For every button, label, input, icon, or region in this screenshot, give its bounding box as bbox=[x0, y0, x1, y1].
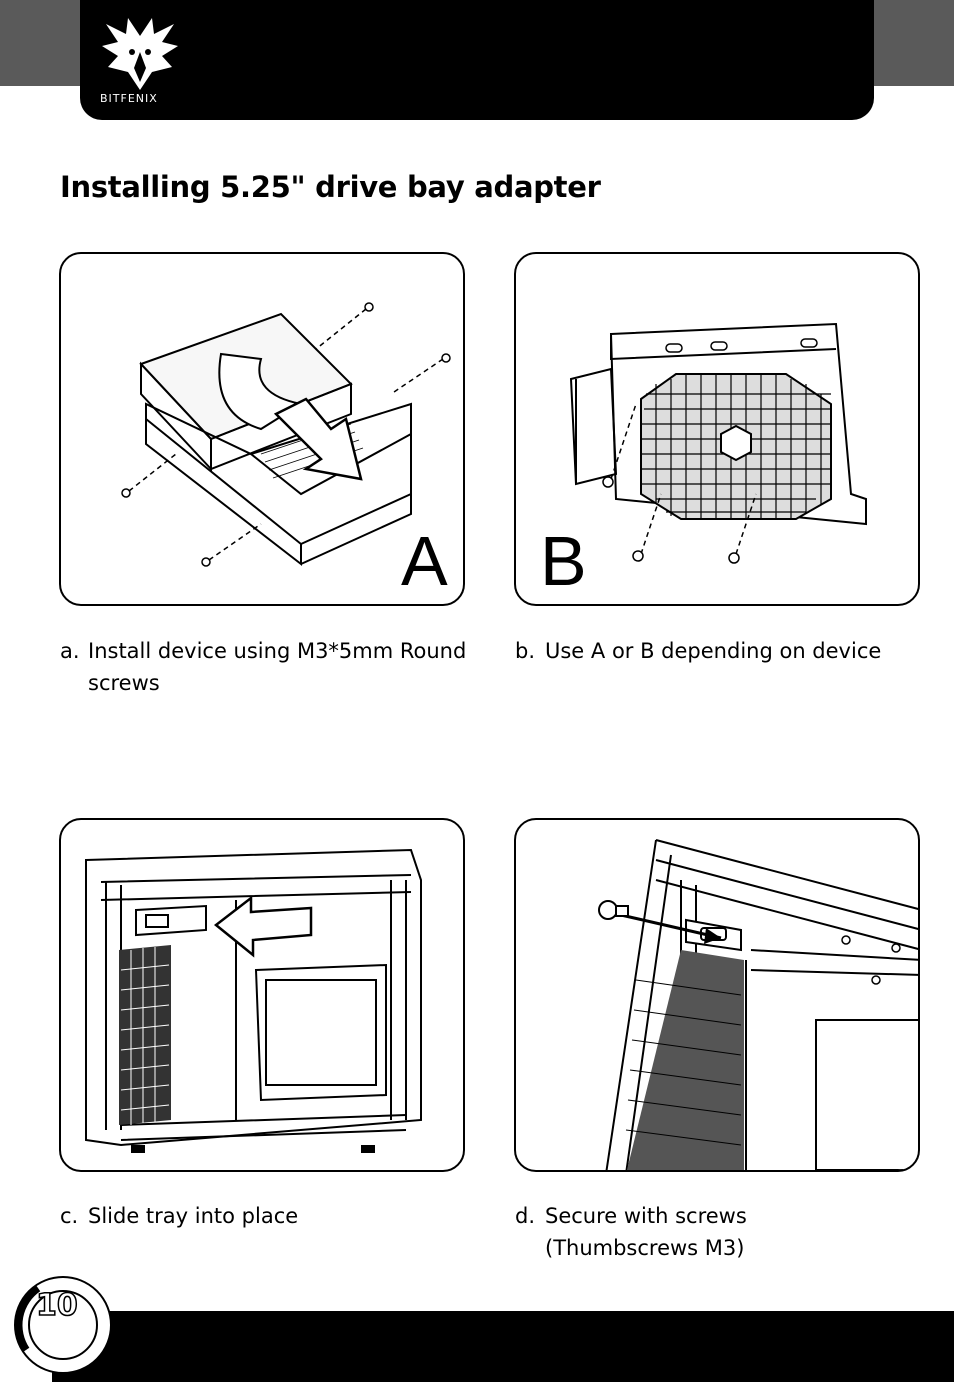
drive-adapter-b-icon bbox=[569, 322, 867, 564]
caption-b-marker: b. bbox=[515, 639, 536, 663]
caption-d-marker: d. bbox=[515, 1204, 536, 1228]
page-number: 10 bbox=[35, 1287, 78, 1324]
panel-a-illustration: A bbox=[59, 252, 465, 606]
panel-b-illustration: B bbox=[514, 252, 920, 606]
case-thumbscrew-icon bbox=[598, 839, 918, 1170]
drive-adapter-a-icon bbox=[121, 302, 451, 567]
caption-c-text: Slide tray into place bbox=[88, 1204, 299, 1228]
panel-b-letter: B bbox=[540, 522, 587, 600]
case-slide-tray-icon bbox=[85, 848, 422, 1153]
panel-d-illustration bbox=[514, 818, 920, 1172]
panel-a-letter: A bbox=[401, 522, 448, 600]
bitfenix-logo-icon bbox=[102, 18, 178, 90]
brand-wordmark: BITFENIX bbox=[100, 92, 158, 105]
caption-c-marker: c. bbox=[60, 1204, 79, 1228]
panel-c-illustration bbox=[59, 818, 465, 1172]
caption-b-text: Use A or B depending on device bbox=[545, 639, 882, 663]
caption-a-text: Install device using M3*5mm Round screws bbox=[88, 639, 467, 695]
header-bar: BITFENIX bbox=[80, 0, 874, 120]
page-number-badge-icon bbox=[14, 1276, 112, 1374]
caption-a-marker: a. bbox=[60, 639, 80, 663]
footer-bar bbox=[52, 1311, 954, 1382]
caption-d-text: Secure with screws (Thumbscrews M3) bbox=[545, 1204, 747, 1260]
page-title: Installing 5.25" drive bay adapter bbox=[60, 170, 601, 204]
